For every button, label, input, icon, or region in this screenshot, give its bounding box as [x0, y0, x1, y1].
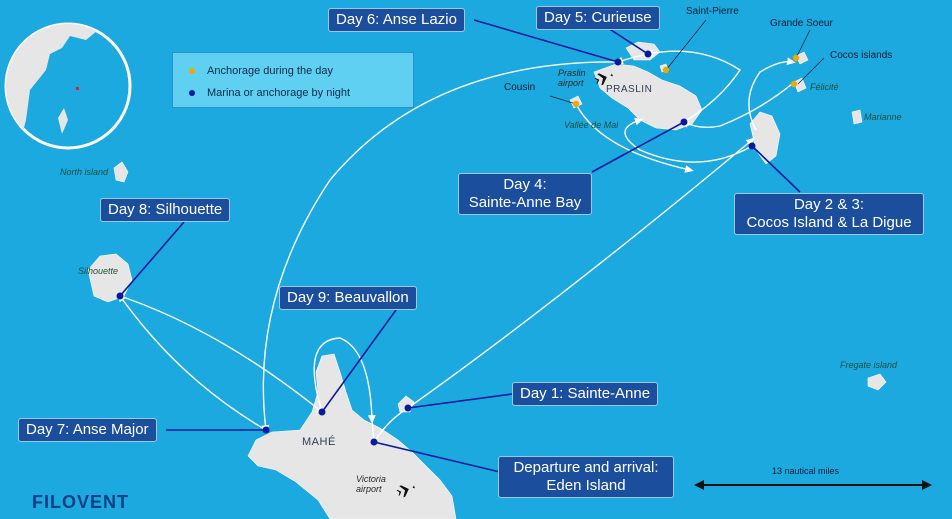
legend-night-label: Marina or anchorage by night	[207, 87, 351, 99]
marianne-island	[851, 109, 863, 125]
label-day4-line1: Day 4:	[503, 176, 547, 193]
globe-locator-icon	[4, 22, 132, 150]
label-day5: Day 5: Curieuse	[536, 6, 660, 30]
stop-sainte-anne-bay	[680, 118, 688, 126]
stop-beauvallon	[318, 408, 326, 416]
airplane-icon	[396, 485, 415, 498]
grande-soeur-island	[795, 51, 809, 65]
legend-night: Marina or anchorage by night	[189, 87, 350, 99]
label-departure: Departure and arrival: Eden Island	[498, 456, 674, 498]
route-la-digue-loop	[624, 117, 753, 163]
airplane-icon	[594, 73, 613, 86]
label-day4-line2: Sainte-Anne Bay	[468, 194, 582, 211]
place-praslin-airport: Praslin airport	[558, 68, 586, 88]
label-day6: Day 6: Anse Lazio	[328, 8, 465, 32]
praslin-island	[593, 63, 703, 131]
day-anchorages	[572, 54, 800, 108]
label-departure-line1: Departure and arrival:	[513, 459, 659, 476]
stop-grande-soeur	[792, 54, 800, 62]
fregate-island	[867, 373, 887, 391]
silhouette-island	[87, 253, 133, 303]
label-day23-line1: Day 2 & 3:	[793, 196, 865, 213]
place-marianne: Marianne	[864, 112, 902, 122]
label-departure-line2: Eden Island	[546, 477, 626, 494]
place-silhouette: Silhouette	[78, 266, 119, 276]
label-day8: Day 8: Silhouette	[100, 198, 231, 222]
stop-sainte-anne	[404, 404, 412, 412]
legend-day-label: Anchorage during the day	[207, 65, 333, 77]
place-victoria-airport: Victoria airport	[356, 474, 386, 494]
route-beauvallon-loop	[313, 337, 376, 424]
stop-cocos-islands	[790, 80, 798, 88]
sailing-routes	[117, 49, 796, 443]
route-silhouette-beauvallon	[119, 295, 326, 415]
filovent-logo: FILOVENT	[32, 492, 129, 512]
leader-lines	[119, 19, 801, 473]
place-saint-pierre: Saint-Pierre	[686, 6, 739, 17]
label-day4: Day 4: Sainte-Anne Bay	[458, 173, 592, 215]
place-leaders	[549, 19, 825, 105]
route-eden-sainte-anne	[373, 407, 409, 443]
stop-eden-island	[370, 438, 378, 446]
route-praslin-inner	[575, 103, 694, 173]
anchor-dot-icon	[189, 68, 195, 74]
route-felicite-loop	[680, 83, 793, 129]
stop-cousin	[572, 100, 580, 108]
route-lazio-anse-major	[261, 61, 619, 434]
place-cocos-islands: Cocos islands	[830, 50, 893, 61]
label-day7: Day 7: Anse Major	[18, 418, 157, 442]
map-legend: Anchorage during the day Marina or ancho…	[172, 52, 414, 108]
stop-curieuse	[644, 50, 652, 58]
stop-anse-major	[262, 426, 270, 434]
scale-bar	[694, 480, 932, 490]
night-dot-icon	[189, 90, 195, 96]
stop-anse-lazio	[614, 58, 622, 66]
route-sainte-anne-la-digue	[407, 137, 756, 409]
night-anchorages	[116, 50, 756, 446]
place-vallee-de-mai: Vallée de Mai	[564, 120, 619, 130]
stop-silhouette	[116, 292, 124, 300]
route-sainte-anne-bay-curieuse	[644, 49, 741, 123]
place-cousin: Cousin	[504, 82, 536, 93]
stop-saint-pierre	[662, 66, 670, 74]
label-day2-3: Day 2 & 3: Cocos Island & La Digue	[734, 193, 924, 235]
route-beauvallon-eden	[371, 419, 375, 443]
scale-label: 13 nautical miles	[772, 466, 840, 476]
la-digue-island	[749, 111, 781, 165]
seychelles-marker	[76, 87, 79, 90]
label-day1: Day 1: Sainte-Anne	[512, 382, 659, 406]
felicite-island	[793, 77, 807, 93]
label-day23-line2: Cocos Island & La Digue	[746, 214, 912, 231]
label-day9: Day 9: Beauvallon	[279, 286, 417, 310]
place-grande-soeur: Grande Soeur	[770, 18, 833, 29]
place-felicite: Félicité	[810, 82, 839, 92]
place-mahe: MAHÉ	[302, 436, 336, 448]
place-praslin: PRASLIN	[606, 84, 653, 95]
islands	[87, 41, 887, 519]
legend-day: Anchorage during the day	[189, 65, 333, 77]
place-fregate: Fregate island	[840, 360, 898, 370]
route-cocos-loop	[748, 57, 796, 131]
north-island	[113, 161, 129, 183]
mahe-island	[247, 353, 457, 519]
route-anse-major-silhouette	[117, 292, 267, 431]
place-north-island: North island	[60, 167, 109, 177]
stop-la-digue	[748, 142, 756, 150]
